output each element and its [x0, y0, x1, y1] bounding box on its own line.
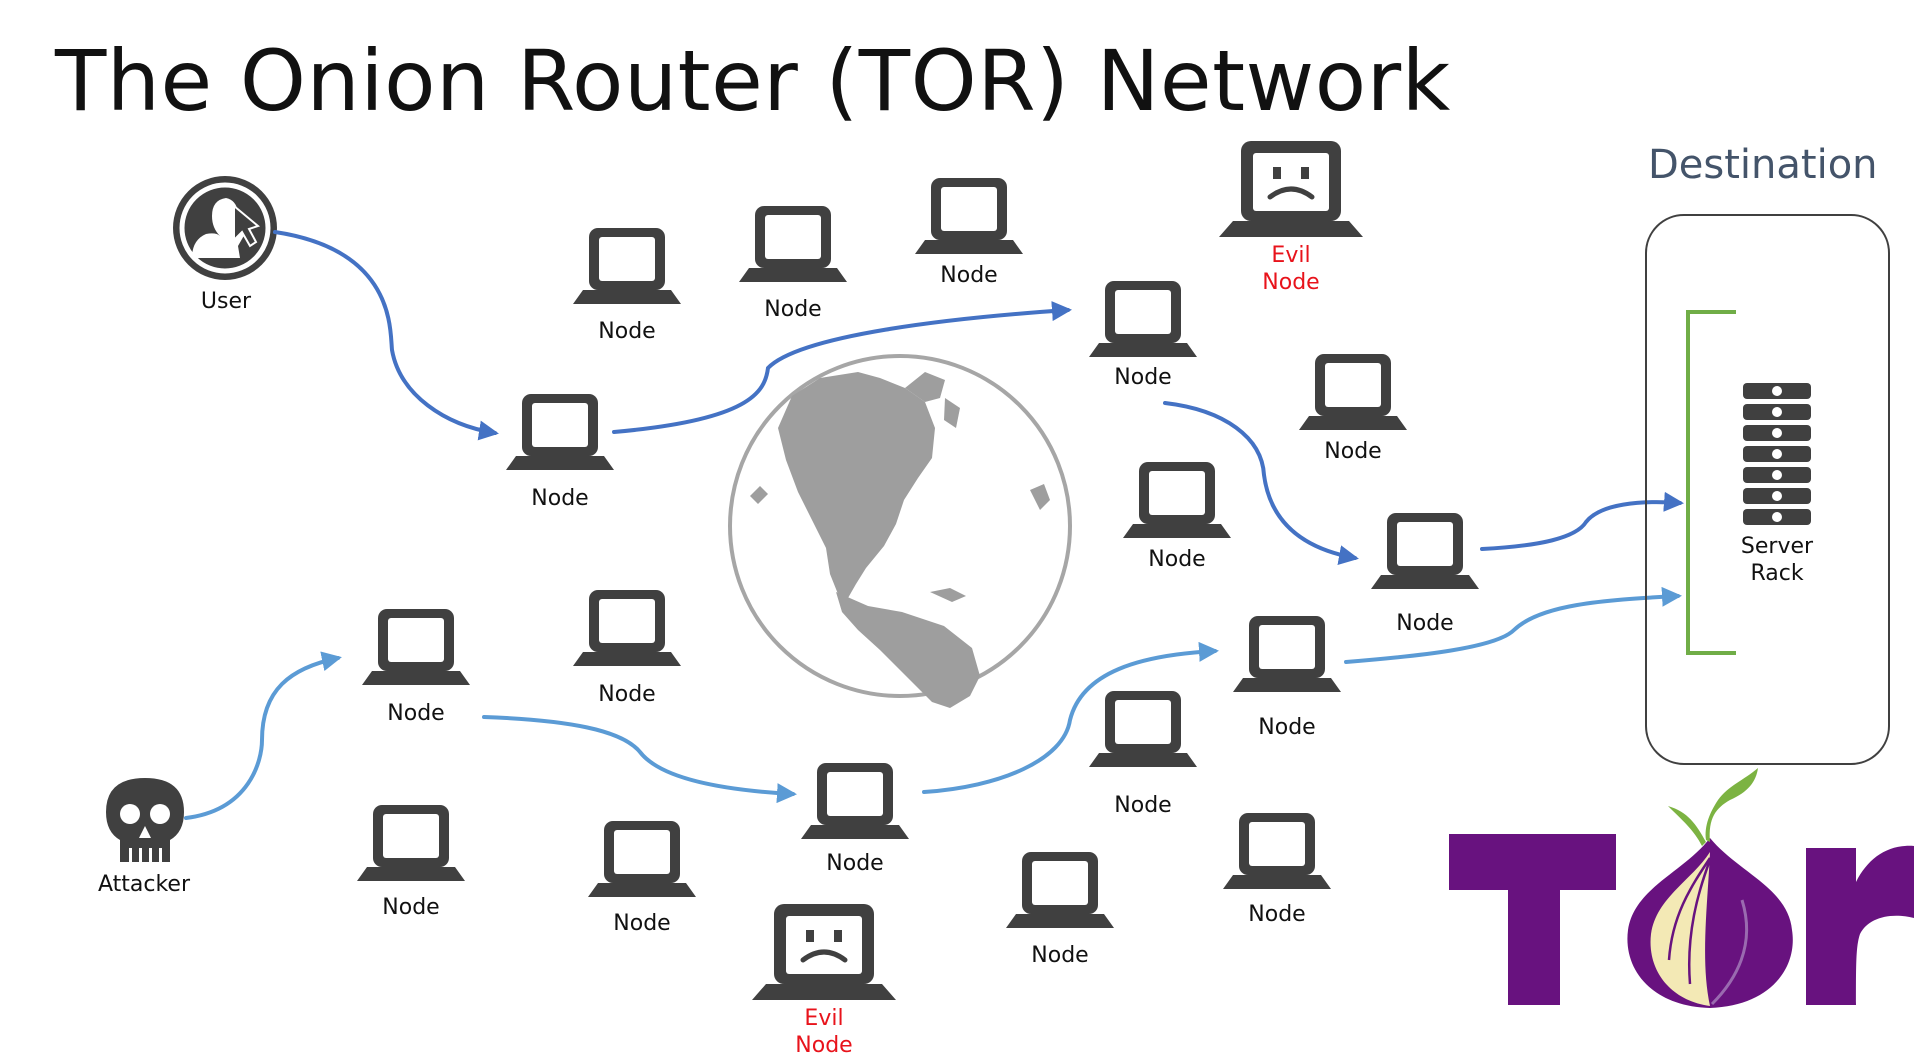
- node-laptop-icon-17: [1006, 852, 1114, 928]
- server-rack-icon: [1743, 383, 1811, 525]
- node-laptop-icon-5: [506, 394, 614, 470]
- node-laptop-icon-2: [739, 206, 847, 282]
- route-attacker-to-node: [184, 651, 342, 820]
- node-laptop-icon-11: [1233, 616, 1341, 692]
- node-label-5: Node: [531, 486, 589, 511]
- node-label-10: Node: [598, 682, 656, 707]
- evil-node-label-1-line1: Evil: [1271, 243, 1311, 268]
- node-laptop-icon-1: [573, 228, 681, 304]
- route-node-to-server: [1480, 491, 1684, 551]
- node-laptop-icon-7: [1123, 462, 1231, 538]
- page-title: The Onion Router (TOR) Network: [55, 32, 1451, 130]
- node-laptop-icon-12: [1089, 691, 1197, 767]
- node-label-4: Node: [1114, 365, 1172, 390]
- node-label-3: Node: [940, 263, 998, 288]
- node-label-6: Node: [1324, 439, 1382, 464]
- destination-bracket: [1686, 310, 1736, 655]
- server-label-line2: Rack: [1750, 561, 1804, 586]
- node-laptop-icon-3: [915, 178, 1023, 254]
- route-node-to-server-2: [1344, 586, 1682, 664]
- evil-node-label-2-line2: Node: [795, 1033, 853, 1058]
- route-node-to-node-4: [922, 641, 1219, 794]
- user-label: User: [200, 289, 252, 314]
- skull-icon: [106, 778, 184, 862]
- destination-title: Destination: [1648, 142, 1878, 188]
- route-node-to-node-1: [612, 301, 1072, 434]
- node-label-12: Node: [1114, 793, 1172, 818]
- node-laptop-icon-13: [801, 763, 909, 839]
- node-laptop-icon-4: [1089, 281, 1197, 357]
- tor-onion-logo: [1449, 768, 1914, 1008]
- node-laptop-icon-16: [1223, 813, 1331, 889]
- node-label-2: Node: [764, 297, 822, 322]
- route-user-to-node: [273, 230, 499, 441]
- route-node-to-node-2: [1163, 401, 1359, 565]
- node-label-9: Node: [387, 701, 445, 726]
- node-label-17: Node: [1031, 943, 1089, 968]
- node-label-7: Node: [1148, 547, 1206, 572]
- node-laptop-icon-8: [1371, 513, 1479, 589]
- node-label-14: Node: [382, 895, 440, 920]
- destination-box: [1645, 214, 1890, 765]
- node-label-8: Node: [1396, 611, 1454, 636]
- attacker-label: Attacker: [97, 872, 191, 897]
- node-laptop-icon-15: [588, 821, 696, 897]
- node-label-16: Node: [1248, 902, 1306, 927]
- evil-node-sad-laptop-icon-2: [752, 904, 896, 1000]
- attacker-route: [184, 586, 1682, 820]
- evil-node-label-2-line1: Evil: [804, 1006, 844, 1031]
- node-label-13: Node: [826, 851, 884, 876]
- evil-node-sad-laptop-icon-1: [1219, 141, 1363, 237]
- server-label-line1: Server: [1740, 534, 1814, 559]
- route-node-to-node-3: [482, 715, 797, 804]
- user-route: [273, 230, 1684, 565]
- node-label-1: Node: [598, 319, 656, 344]
- globe-icon: [728, 354, 1072, 708]
- user-cursor-icon: [173, 176, 277, 280]
- node-laptop-icon-14: [357, 805, 465, 881]
- node-laptop-icon-6: [1299, 354, 1407, 430]
- node-label-15: Node: [613, 911, 671, 936]
- evil-node-label-1-line2: Node: [1262, 270, 1320, 295]
- node-laptop-icon-9: [362, 609, 470, 685]
- node-laptop-icon-10: [573, 590, 681, 666]
- node-label-11: Node: [1258, 715, 1316, 740]
